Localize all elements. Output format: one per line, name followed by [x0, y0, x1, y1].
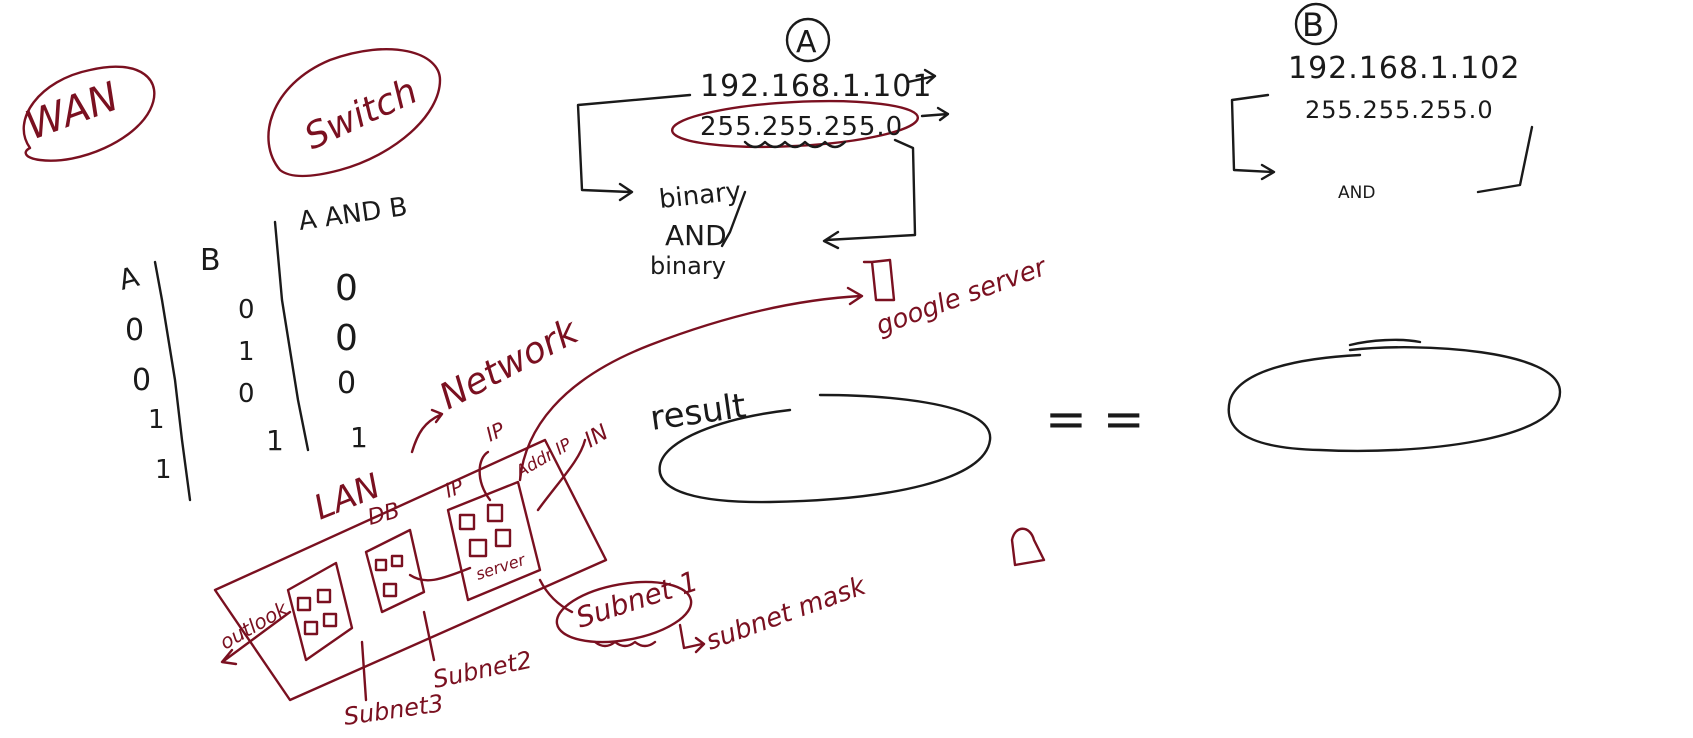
truth-table-header-out: A AND B	[297, 192, 410, 237]
subnet1-squiggle	[593, 640, 657, 648]
host-a-mask-arrow	[920, 106, 950, 122]
computer-subnet2-screens	[374, 554, 404, 598]
wan-ellipse	[22, 65, 156, 162]
lan-diagram: LAN Network outlook DB server IP IP Addr…	[213, 286, 871, 731]
result-ellipse-a	[658, 393, 992, 504]
truth-table-r3-b: 0	[238, 379, 255, 409]
google-server: google server	[862, 252, 1052, 342]
in-label: IN	[581, 420, 613, 453]
host-a-ip: 192.168.1.101	[700, 69, 932, 104]
result-ellipse-b	[1227, 338, 1562, 453]
host-b: B 192.168.1.102 255.255.255.0 AND	[1230, 2, 1534, 203]
outlook-arrow	[220, 610, 292, 666]
truth-table-r4-a: 1	[155, 455, 172, 485]
lan-to-google-arrow	[518, 286, 864, 482]
host-a-binary-bottom: binary	[650, 252, 726, 280]
lan-to-network-arrow	[410, 408, 444, 454]
host-a: A 192.168.1.101 255.255.255.0 binary AND…	[576, 17, 950, 280]
truth-table-r3-a: 1	[148, 405, 165, 435]
host-a-mask: 255.255.255.0	[700, 112, 903, 142]
google-server-icon	[862, 258, 896, 302]
truth-table-header-b: B	[200, 243, 221, 278]
host-b-marker-circle	[1294, 2, 1338, 46]
truth-table-r1-a: 0	[125, 313, 144, 348]
truth-table-divider-2	[273, 220, 310, 452]
equals-sign: = =	[1045, 390, 1145, 448]
ip-bracket-1	[478, 450, 492, 502]
truth-table-r3-out: 0	[337, 366, 356, 401]
truth-table-r4-b: 1	[266, 424, 284, 457]
computer-subnet3	[286, 561, 354, 662]
computer-subnet3-screens	[296, 588, 338, 636]
computer-subnet1	[446, 480, 542, 602]
host-a-and-tick	[720, 190, 747, 248]
host-a-binary-top: binary	[658, 177, 743, 215]
host-a-squiggle	[743, 140, 847, 149]
host-b-ip: 192.168.1.102	[1288, 51, 1520, 86]
subnet1-ellipse	[555, 580, 693, 644]
link-subnet2-subnet1	[408, 566, 472, 582]
switch-group: Switch	[267, 47, 442, 178]
network-label: Network	[433, 310, 587, 418]
truth-table-r2-b: 1	[238, 337, 255, 367]
computer-subnet2	[364, 528, 426, 614]
truth-table-r4-out: 1	[350, 421, 368, 454]
host-b-mask: 255.255.255.0	[1305, 96, 1494, 124]
truth-table-r2-out: 0	[335, 318, 358, 359]
truth-table-header-a: A	[115, 260, 142, 297]
host-a-marker: A	[796, 25, 817, 60]
host-b-left-bracket	[1230, 93, 1276, 181]
subnet1-label: Subnet 1	[572, 564, 702, 634]
truth-table-r1-out: 0	[335, 268, 358, 309]
host-a-marker-circle	[785, 17, 831, 63]
host-a-right-bracket	[822, 138, 917, 250]
switch-label: Switch	[298, 71, 423, 158]
computer-subnet1-screens	[458, 503, 512, 558]
wan-label: WAN	[20, 74, 125, 150]
wan-group: WAN	[20, 65, 156, 162]
host-a-and: AND	[665, 219, 727, 252]
google-server-label: google server	[872, 252, 1052, 342]
truth-table: A B A AND B 0 0 0 0 1 0 1 0 0 1 1 1	[115, 192, 410, 502]
small-server-icon	[1010, 527, 1046, 567]
subnet3-leader	[360, 640, 368, 702]
host-b-and: AND	[1338, 183, 1375, 203]
truth-table-r2-a: 0	[132, 363, 151, 398]
subnet2-label: Subnet2	[430, 646, 534, 694]
subnet1-leader	[538, 578, 574, 614]
result-comparison: result = =	[648, 338, 1562, 504]
subnet-mask-arrow	[678, 623, 706, 654]
ip-link-line	[536, 438, 587, 512]
host-b-marker: B	[1302, 6, 1324, 44]
truth-table-divider-1	[153, 260, 192, 502]
host-b-right-bracket	[1476, 125, 1534, 194]
switch-ellipse	[267, 47, 442, 178]
subnet-mask-label: subnet mask	[702, 571, 870, 657]
host-a-ip-arrow	[906, 68, 937, 85]
subnet2-leader	[422, 610, 436, 662]
lan-box	[213, 438, 608, 702]
host-a-left-bracket	[576, 93, 692, 202]
outlook-label: outlook	[216, 596, 294, 655]
ip-label-2: IP	[482, 417, 509, 447]
subnet3-label: Subnet3	[342, 689, 445, 731]
truth-table-r1-b: 0	[238, 295, 255, 325]
